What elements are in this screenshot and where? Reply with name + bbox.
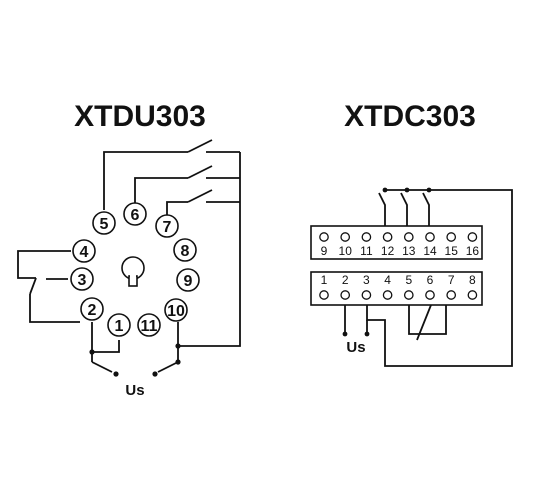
supply-terminal bbox=[342, 331, 348, 337]
terminal-number: 2 bbox=[342, 273, 349, 287]
terminal-number: 8 bbox=[469, 273, 476, 287]
pin-6-label: 6 bbox=[131, 207, 140, 224]
terminal-number: 4 bbox=[384, 273, 391, 287]
terminal-screw bbox=[361, 232, 372, 242]
xtdc303-contact-wiring bbox=[344, 189, 513, 367]
terminal-screw bbox=[319, 232, 329, 242]
xtdu303-pins: 1 2 3 4 5 6 7 bbox=[70, 202, 200, 337]
pin-8: 8 bbox=[173, 238, 197, 262]
xtdu303-supply-label: Us bbox=[125, 382, 144, 399]
junction-dot bbox=[89, 349, 95, 355]
terminal-number: 10 bbox=[339, 244, 353, 258]
pin-10-label: 10 bbox=[167, 303, 185, 320]
terminal-number: 6 bbox=[427, 273, 434, 287]
pin-5: 5 bbox=[92, 211, 116, 235]
supply-terminal bbox=[113, 371, 119, 377]
terminal-screw bbox=[382, 232, 393, 242]
pin-7-label: 7 bbox=[163, 219, 172, 236]
xtdu303-contact-wiring bbox=[17, 139, 241, 373]
junction-dot bbox=[175, 359, 181, 365]
pin-11: 11 bbox=[137, 313, 161, 337]
socket-key-icon bbox=[121, 256, 145, 287]
pin-6: 6 bbox=[123, 202, 147, 226]
terminal-number: 3 bbox=[363, 273, 370, 287]
pin-8-label: 8 bbox=[181, 243, 190, 260]
terminal-number: 7 bbox=[448, 273, 455, 287]
terminal-number: 15 bbox=[445, 244, 459, 258]
terminal-number: 14 bbox=[423, 244, 437, 258]
junction-dot bbox=[426, 187, 432, 193]
supply-terminal bbox=[364, 331, 370, 337]
pin-5-label: 5 bbox=[100, 216, 109, 233]
top-terminals: 9 10 11 12 13 14 15 16 bbox=[319, 232, 480, 258]
terminal-screw bbox=[382, 290, 393, 300]
pin-3-label: 3 bbox=[78, 272, 87, 289]
pin-4: 4 bbox=[72, 239, 96, 263]
terminal-screw bbox=[425, 232, 435, 242]
pin-7: 7 bbox=[155, 214, 179, 238]
pin-10: 10 bbox=[164, 298, 188, 322]
terminal-screw bbox=[467, 232, 478, 242]
terminal-number: 16 bbox=[466, 244, 480, 258]
xtdc303-supply-label: Us bbox=[346, 339, 365, 356]
pin-4-label: 4 bbox=[80, 244, 89, 261]
pin-11-label: 11 bbox=[141, 318, 158, 335]
pin-1: 1 bbox=[107, 313, 131, 337]
terminal-number: 12 bbox=[381, 244, 395, 258]
terminal-screw bbox=[467, 290, 478, 300]
pin-9-label: 9 bbox=[184, 273, 193, 290]
pin-3: 3 bbox=[70, 267, 94, 291]
xtdu303-title: XTDU303 bbox=[74, 100, 206, 133]
junction-dot bbox=[404, 187, 410, 193]
terminal-number: 13 bbox=[402, 244, 416, 258]
pin-2: 2 bbox=[80, 297, 104, 321]
terminal-screw bbox=[319, 290, 329, 300]
terminal-number: 5 bbox=[405, 273, 412, 287]
pin-2-label: 2 bbox=[88, 302, 97, 319]
pin-9: 9 bbox=[176, 268, 200, 292]
bottom-terminal-block bbox=[310, 271, 483, 306]
terminal-screw bbox=[425, 290, 435, 300]
terminal-screw bbox=[361, 290, 372, 300]
terminal-number: 11 bbox=[360, 244, 373, 258]
terminal-screw bbox=[403, 290, 414, 300]
terminal-number: 9 bbox=[321, 244, 328, 258]
terminal-screw bbox=[446, 232, 457, 242]
junction-dot bbox=[382, 187, 388, 193]
terminal-screw bbox=[340, 290, 351, 300]
xtdu303-diagram: XTDU303 bbox=[17, 100, 241, 399]
terminal-screw bbox=[340, 232, 351, 242]
junction-dot bbox=[175, 343, 181, 349]
top-terminal-block bbox=[310, 225, 483, 260]
pin-1-label: 1 bbox=[115, 318, 124, 335]
supply-terminal bbox=[152, 371, 158, 377]
xtdc303-title: XTDC303 bbox=[344, 100, 476, 133]
terminal-number: 1 bbox=[321, 273, 328, 287]
terminal-screw bbox=[446, 290, 457, 300]
terminal-screw bbox=[403, 232, 414, 242]
